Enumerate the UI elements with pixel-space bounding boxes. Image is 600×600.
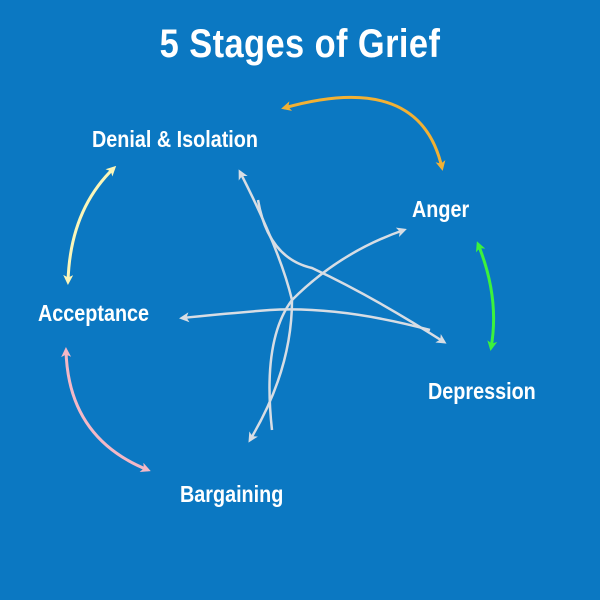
page-title: 5 Stages of Grief <box>159 22 441 66</box>
arrow-denial-depression <box>256 199 447 344</box>
stage-label-bargaining: Bargaining <box>180 481 284 507</box>
stage-label-anger: Anger <box>412 196 470 222</box>
arrow-bargaining-anger <box>268 227 407 431</box>
arrow-depression-acceptance <box>179 308 431 332</box>
stage-label-denial-isolation: Denial & Isolation <box>92 126 258 152</box>
arrow-acceptance-bargaining <box>61 347 151 473</box>
stage-label-acceptance: Acceptance <box>38 300 150 326</box>
arrow-anger-depression <box>476 241 498 351</box>
arrow-denial-bargaining <box>238 169 294 443</box>
arrow-denial-anger <box>281 95 446 171</box>
arrow-acceptance-denial <box>63 165 117 285</box>
stage-label-depression: Depression <box>428 378 536 404</box>
